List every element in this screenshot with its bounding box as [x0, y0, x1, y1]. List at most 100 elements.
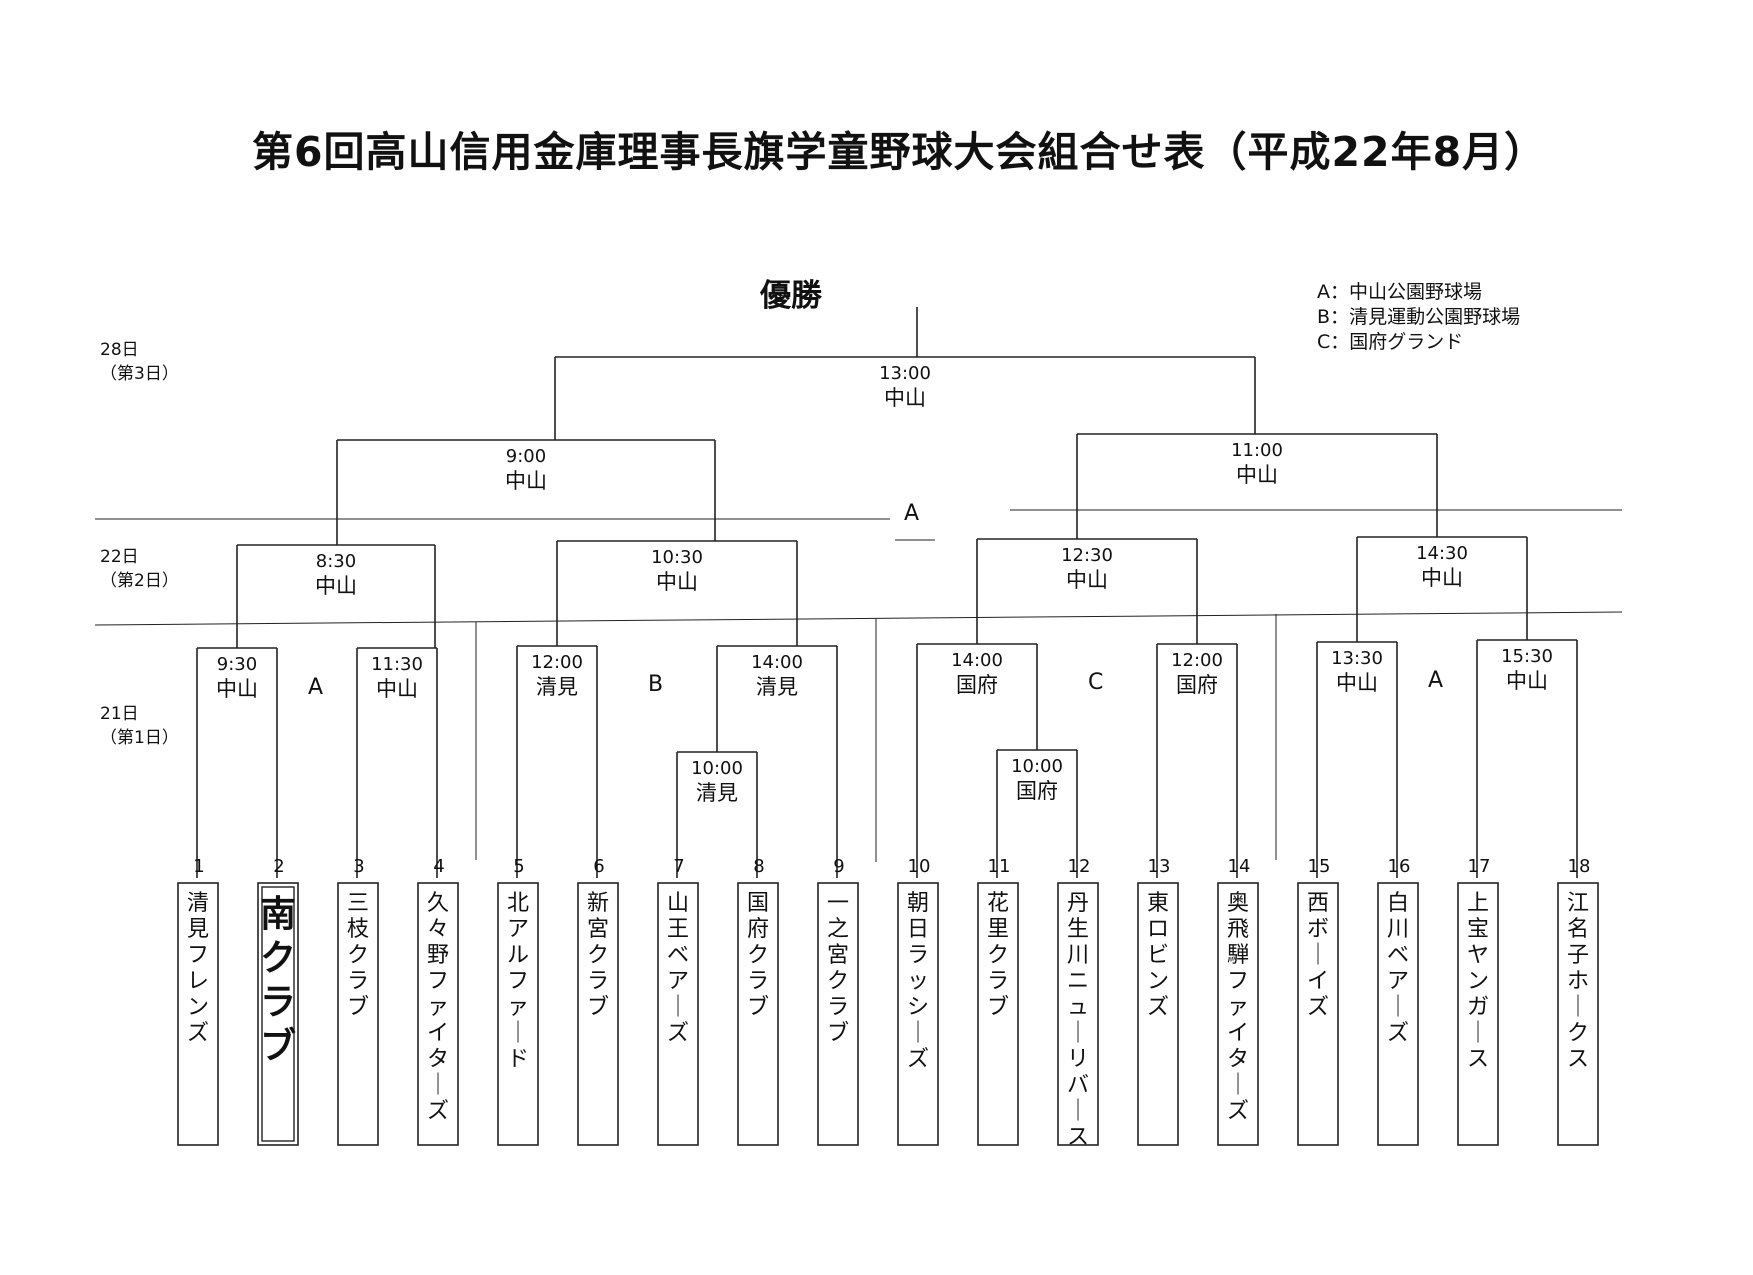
team-name-char: イ: [427, 1021, 449, 1046]
team-box: [1217, 882, 1259, 1146]
bracket-lines: [196, 307, 1578, 878]
team-number: 16: [1388, 856, 1411, 877]
team-name-char: ガ: [1467, 995, 1489, 1020]
team-name-char: ｜: [1467, 1021, 1489, 1046]
team-name-char: 之: [827, 917, 849, 942]
team-box: [817, 882, 859, 1146]
legend-sep: ：: [1330, 281, 1350, 303]
day-label-1: 21日 （第1日）: [100, 702, 179, 750]
team-name-char: 北: [507, 891, 529, 916]
team-name-char: フ: [427, 969, 449, 994]
day-ordinal: （第1日）: [100, 728, 179, 748]
team-name-char: ク: [260, 938, 296, 979]
match-r1-8-time: 15:30: [1501, 646, 1553, 667]
team-name-char: 東: [1147, 891, 1169, 916]
match-r1-3-venue: 清見: [536, 675, 578, 699]
team-number: 2: [273, 856, 284, 877]
team-name-char: ク: [587, 943, 609, 968]
team-name-char: 花: [987, 891, 1009, 916]
team-box: [897, 882, 939, 1146]
team-number: 11: [988, 856, 1011, 877]
venue-mark-block-3: C: [1088, 670, 1104, 695]
match-r1-1-venue: 中山: [216, 677, 258, 701]
team-name-char: ン: [1467, 969, 1489, 994]
team-name-char: 王: [667, 917, 689, 942]
team-box: [337, 882, 379, 1146]
team-name-char: フ: [187, 943, 209, 968]
match-sf-2-venue: 中山: [1236, 463, 1278, 487]
match-r2-2-time: 10:30: [651, 547, 703, 568]
team-name-char: ラ: [987, 969, 1009, 994]
team-name-char: イ: [1307, 969, 1329, 994]
team-box: [497, 882, 539, 1146]
match-r1-7-venue: 中山: [1336, 671, 1378, 695]
day-date: 28日: [100, 340, 139, 360]
team-name-char: ｜: [427, 1073, 449, 1098]
venue-mark-day3: A: [904, 501, 920, 526]
team-name-char: ク: [347, 943, 369, 968]
team-name-char: リ: [1067, 1047, 1089, 1072]
legend-item-c: C：国府グランド: [1317, 327, 1463, 354]
team-box: [1137, 882, 1179, 1146]
team-name-char: 宝: [1467, 917, 1489, 942]
team-name-char: ク: [987, 943, 1009, 968]
match-sf-1-time: 9:00: [506, 446, 546, 467]
team-box: [1557, 882, 1599, 1146]
match-r1-2-time: 11:30: [371, 654, 423, 675]
legend-item-a: A：中山公園野球場: [1317, 277, 1482, 304]
team-box: [1297, 882, 1339, 1146]
team-name-char: ア: [667, 969, 689, 994]
team-name-char: ラ: [347, 969, 369, 994]
team-name-char: ロ: [1147, 917, 1169, 942]
team-name-char: ｜: [1067, 1021, 1089, 1046]
team-name-char: レ: [187, 969, 209, 994]
team-name-char: ベ: [667, 943, 689, 968]
match-r1-8-venue: 中山: [1506, 669, 1548, 693]
team-name-char: ュ: [1067, 995, 1089, 1020]
team-name-char: タ: [427, 1047, 449, 1072]
match-r1-6-venue: 国府: [1176, 673, 1218, 697]
team-name-char: ル: [507, 943, 529, 968]
team-name-char: 見: [187, 917, 209, 942]
team-name-char: ズ: [1147, 995, 1169, 1020]
team-name-char: 騨: [1227, 943, 1249, 968]
team-name-char: ラ: [907, 943, 929, 968]
team-number: 14: [1228, 856, 1251, 877]
team-name-char: ン: [187, 995, 209, 1020]
match-r1-4-venue: 清見: [756, 675, 798, 699]
team-name-char: 西: [1307, 891, 1329, 916]
day-label-3: 28日 （第3日）: [100, 338, 179, 386]
match-r1-4pre-time: 10:00: [691, 758, 743, 779]
team-number: 7: [673, 856, 684, 877]
team-number: 5: [513, 856, 524, 877]
team-name-char: ズ: [907, 1047, 929, 1072]
day-ordinal: （第2日）: [100, 571, 179, 591]
legend-key: B: [1317, 306, 1331, 328]
match-r1-1-time: 9:30: [217, 654, 257, 675]
team-name-char: ズ: [1307, 995, 1329, 1020]
team-box: [577, 882, 619, 1146]
team-name-char: 三: [347, 891, 369, 916]
match-r2-4-venue: 中山: [1421, 566, 1463, 590]
team-name-char: ス: [1567, 1047, 1589, 1072]
team-name-char: ク: [747, 943, 769, 968]
team-name-char: ズ: [187, 1021, 209, 1046]
team-name-char: タ: [1227, 1047, 1249, 1072]
team-name-char: 飛: [1227, 917, 1249, 942]
team-name-char: ｜: [1067, 1099, 1089, 1124]
team-number: 4: [433, 856, 444, 877]
team-name-char: ｜: [1227, 1073, 1249, 1098]
team-name-char: 日: [907, 917, 929, 942]
team-name-char: ラ: [747, 969, 769, 994]
day-ordinal: （第3日）: [100, 364, 179, 384]
team-number: 3: [353, 856, 364, 877]
team-name-char: ｜: [1307, 943, 1329, 968]
team-name-char: 府: [747, 917, 769, 942]
legend-sep: ：: [1330, 331, 1350, 353]
legend-sep: ：: [1330, 306, 1350, 328]
team-name-char: 川: [1067, 943, 1089, 968]
team-name-char: 江: [1567, 891, 1589, 916]
team-number: 12: [1068, 856, 1091, 877]
day-label-2: 22日 （第2日）: [100, 545, 179, 593]
team-box-inner: [261, 886, 295, 1142]
